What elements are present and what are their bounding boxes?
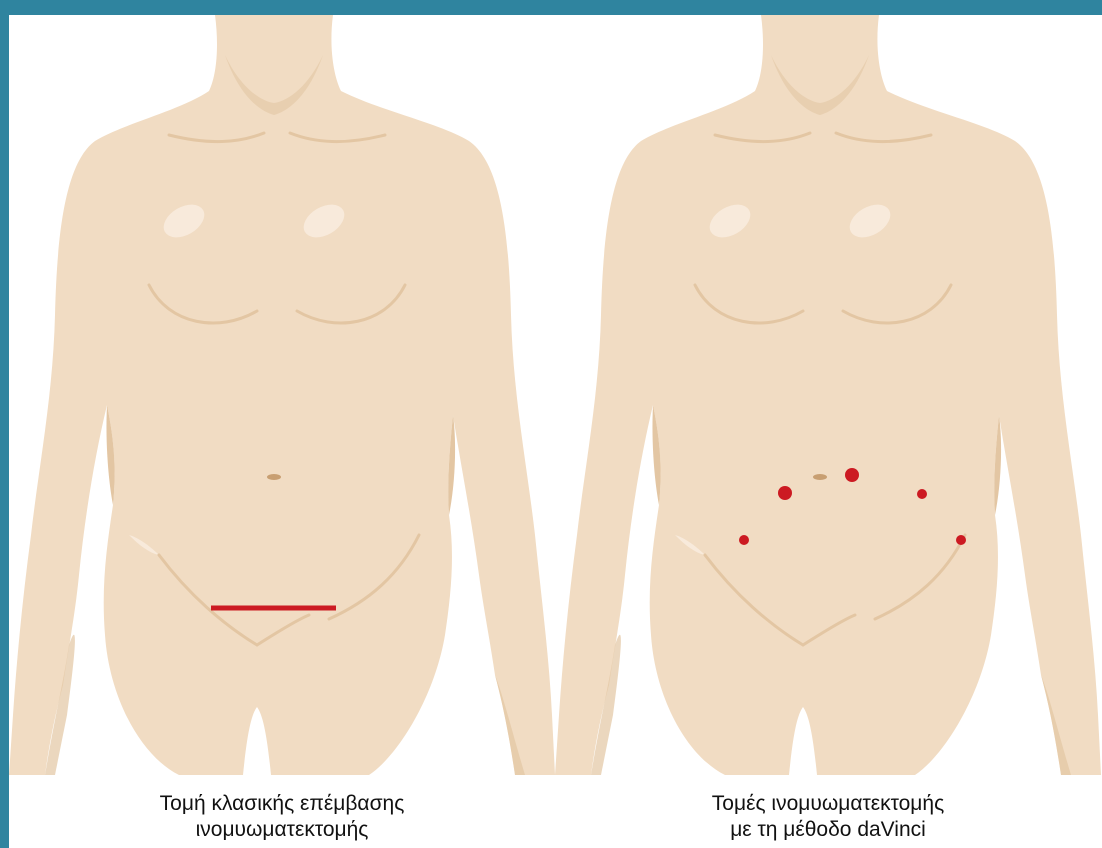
figure-davinci-surgery: Τομές ινομυωματεκτομής με τη μέθοδο daVi… [555,15,1101,848]
navel [813,474,827,480]
figure-classic-surgery: Τομή κλασικής επέμβασης ινομυωματεκτομής [9,15,555,848]
torso-body [555,15,1101,775]
navel [267,474,281,480]
caption-davinci-line1: Τομές ινομυωματεκτομής [555,791,1101,817]
caption-classic-line1: Τομή κλασικής επέμβασης [9,791,555,817]
port-incision-lower-right [956,535,966,545]
port-incision-left [778,486,792,500]
port-incision-center [845,468,859,482]
caption-classic: Τομή κλασικής επέμβασης ινομυωματεκτομής [9,791,555,843]
caption-classic-line2: ινομυωματεκτομής [9,817,555,843]
torso-body [9,15,555,775]
caption-davinci-line2: με τη μέθοδο daVinci [555,817,1101,843]
female-torso-davinci [555,15,1101,775]
illustration-panel: Τομή κλασικής επέμβασης ινομυωματεκτομής… [9,15,1102,848]
port-incision-right [917,489,927,499]
caption-davinci: Τομές ινομυωματεκτομής με τη μέθοδο daVi… [555,791,1101,843]
female-torso-classic [9,15,555,775]
port-incision-lower-left [739,535,749,545]
